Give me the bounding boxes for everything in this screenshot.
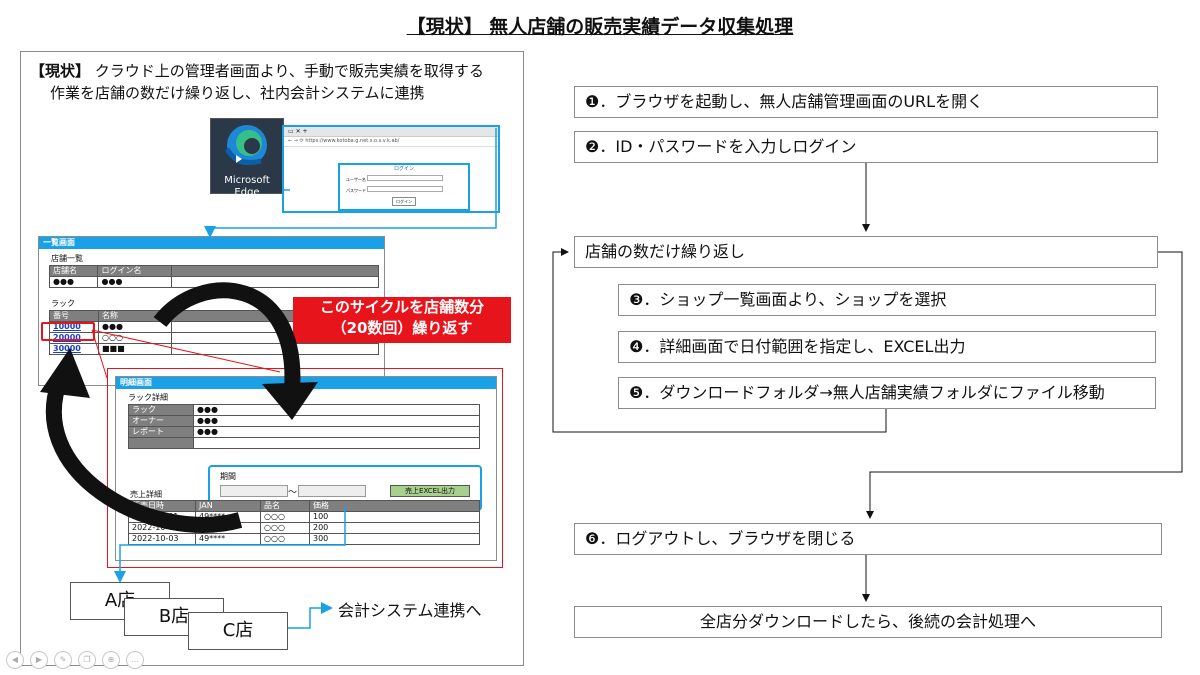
cycle-note: このサイクルを店舗数分 （20数回）繰り返す: [293, 297, 511, 343]
slide-controls: ◀ ▶ ✎ ❐ ⊕ …: [6, 651, 144, 669]
period-sep: ～: [288, 488, 298, 498]
rack-heading: ラック: [51, 299, 75, 308]
more-icon[interactable]: …: [126, 651, 144, 669]
file-c: C店: [188, 612, 288, 650]
copy-icon[interactable]: ❐: [78, 651, 96, 669]
cycle-arrow-bottom: [46, 371, 243, 533]
zoom-icon[interactable]: ⊕: [102, 651, 120, 669]
login-form: ログイン ユーザー名 パスワード ログイン: [338, 163, 470, 211]
rack-callout-line: [91, 329, 281, 379]
loop-back-line: [552, 248, 887, 433]
cycle-arrow-top-head: [262, 382, 318, 420]
page-title: 【現状】 無人店舗の販売実績データ収集処理: [406, 16, 794, 38]
step-2: ❷．ID・パスワードを入力しログイン: [574, 131, 1158, 163]
intro-line1: クラウド上の管理者画面より、手動で販売実績を取得する: [94, 62, 484, 80]
user-field[interactable]: [367, 175, 444, 181]
cycle-note-line2: （20数回）繰り返す: [331, 319, 473, 337]
pass-label: パスワード: [346, 188, 366, 193]
step-4: ❹．詳細画面で日付範囲を指定し、EXCEL出力: [618, 331, 1156, 363]
sales-detail-heading: 売上詳細: [130, 490, 162, 499]
prev-icon[interactable]: ◀: [6, 651, 24, 669]
login-button[interactable]: ログイン: [392, 197, 416, 206]
list-screen-title: 一覧画面: [39, 237, 384, 249]
loop-exit-line: [866, 251, 1183, 519]
user-label: ユーザー名: [346, 177, 366, 182]
next-icon[interactable]: ▶: [30, 651, 48, 669]
final-step: 全店分ダウンロードしたら、後続の会計処理へ: [574, 606, 1162, 638]
intro-tag: 【現状】: [30, 62, 91, 80]
pen-icon[interactable]: ✎: [54, 651, 72, 669]
rack-detail-table: ラック●●● オーナー●●● レポート●●●: [128, 404, 480, 449]
rack-highlight: [41, 322, 95, 341]
accounting-label: 会計システム連携へ: [338, 601, 482, 620]
date-from-field[interactable]: [220, 485, 288, 497]
browser-to-list-arrow: [204, 128, 497, 238]
edge-logo-icon: [224, 125, 267, 165]
browser-window: ▭ ✕ + ← → ⟳ https://www.kotoba.g.net.s.o…: [282, 125, 500, 213]
file-to-accounting-arrow: [288, 602, 333, 629]
password-field[interactable]: [367, 186, 444, 192]
export-to-file-arrow: [114, 506, 346, 583]
loop-start: 店舗の数だけ繰り返し: [574, 236, 1158, 268]
cycle-arrow-bottom-head: [40, 348, 90, 398]
intro-text: 【現状】 クラウド上の管理者画面より、手動で販売実績を取得する 作業を店舗の数だ…: [30, 60, 510, 104]
login-title: ログイン: [393, 166, 414, 172]
browser-tab[interactable]: ▭ ✕ +: [284, 127, 498, 137]
table-row[interactable]: 30000■■■: [49, 343, 379, 355]
cycle-arrow-top: [153, 282, 301, 391]
step-5: ❺．ダウンロードフォルダ→無人店舗実績フォルダにファイル移動: [618, 377, 1156, 409]
list-screen: 一覧画面 店舗一覧 店舗名ログイン名 ●●●●●● ラック 番号名称 10000…: [38, 236, 385, 386]
edge-app-icon: Microsoft Edge: [210, 118, 284, 198]
excel-export-button[interactable]: 売上EXCEL出力: [390, 485, 470, 497]
cycle-note-line1: このサイクルを店舗数分: [319, 298, 485, 316]
period-label: 期間: [220, 472, 236, 481]
rack-link[interactable]: 30000: [49, 343, 99, 355]
intro-line2: 作業を店舗の数だけ繰り返し、社内会計システムに連携: [50, 84, 425, 102]
detail-frame: [107, 368, 503, 568]
step-6: ❻．ログアウトし、ブラウザを閉じる: [574, 523, 1162, 555]
rack-detail-heading: ラック詳細: [128, 393, 168, 402]
date-to-field[interactable]: [298, 485, 366, 497]
step-3: ❸．ショップ一覧画面より、ショップを選択: [618, 284, 1156, 316]
edge-label: Microsoft Edge: [224, 175, 270, 198]
step-1: ❶．ブラウザを起動し、無人店舗管理画面のURLを開く: [574, 86, 1158, 118]
browser-address-bar[interactable]: ← → ⟳ https://www.kotoba.g.net.s.o.s.v.k…: [284, 137, 498, 147]
store-list-heading: 店舗一覧: [51, 254, 83, 263]
